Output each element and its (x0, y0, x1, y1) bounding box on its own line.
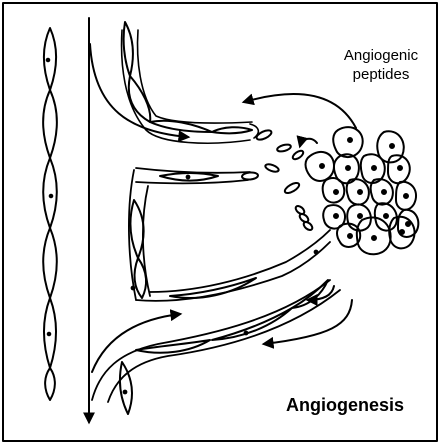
lower-branch (92, 280, 340, 414)
capillary-loop (129, 168, 330, 301)
peptides-label-line2: peptides (326, 65, 436, 84)
peptides-arrow (244, 94, 356, 146)
figure-title: Angiogenesis (286, 395, 404, 416)
vessel-wall-cells (43, 28, 57, 400)
angiogenic-peptides-label: Angiogenic peptides (326, 46, 436, 84)
upper-sprout (122, 22, 259, 143)
migrating-cells (242, 128, 314, 231)
flow-arrow-upper (90, 44, 188, 137)
tumor-cell-cluster (306, 127, 419, 254)
flow-arrow-lower-right (264, 300, 352, 344)
peptides-label-line1: Angiogenic (326, 46, 436, 65)
